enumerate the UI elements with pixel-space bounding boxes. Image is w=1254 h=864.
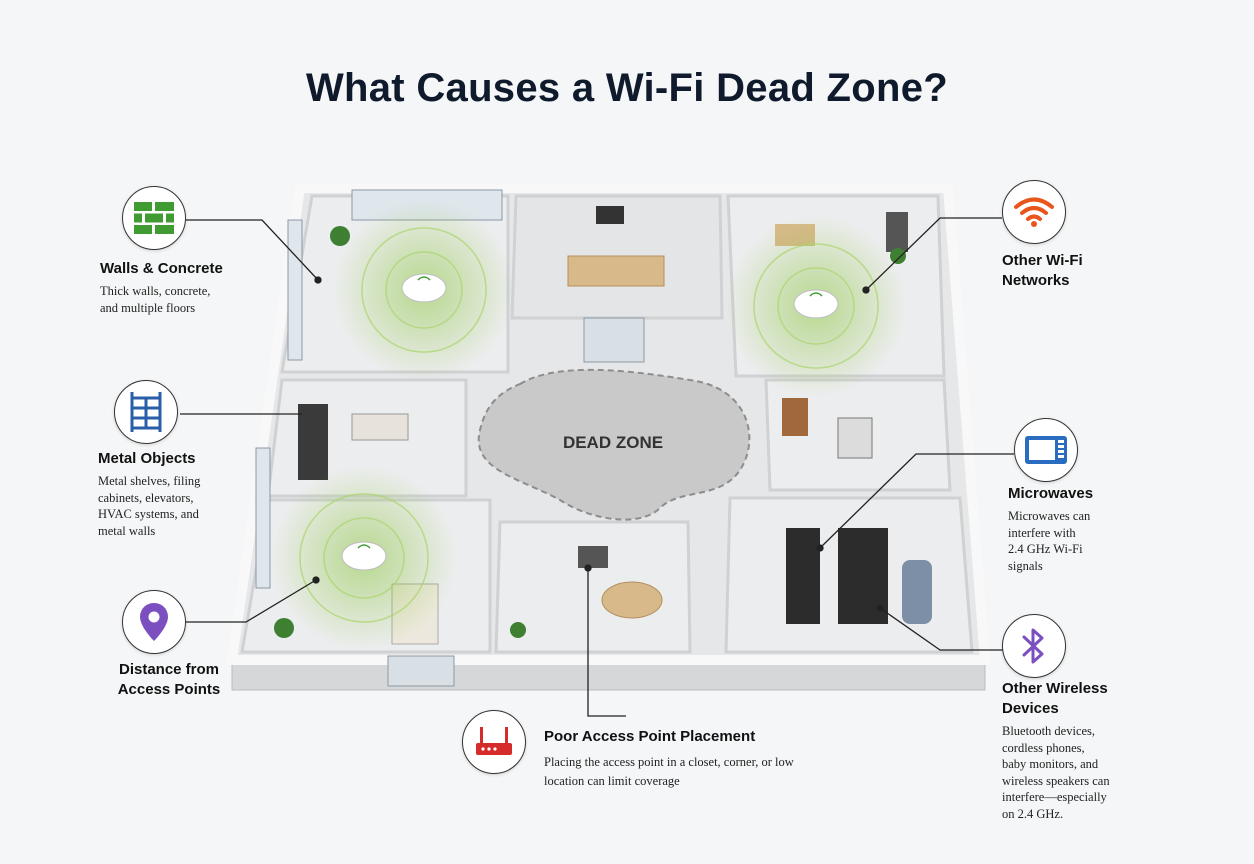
bluetooth-icon-circle [1002,614,1066,678]
plant-3 [510,622,526,638]
wifi-icon-circle [1002,180,1066,244]
metal-heading: Metal Objects [98,450,196,467]
metal-shelf [298,404,328,480]
bluetooth-icon [1022,628,1044,664]
dead-zone-label: DEAD ZONE [563,433,663,452]
metal-shelf-icon [130,392,162,432]
desk-left-middle [351,413,409,441]
distance-icon-circle [122,590,186,654]
microwave-icon-circle [1014,418,1078,482]
walls-heading: Walls & Concrete [100,260,223,277]
callout-placement: Poor Access Point Placement Placing the … [544,727,844,791]
router-icon [476,727,512,755]
door-printer [782,398,808,436]
tv-screen [596,206,624,224]
break-table [601,581,663,619]
placement-icon-circle [462,710,526,774]
outer-wall [226,183,991,665]
water-heater [902,560,932,624]
other-wifi-heading: Other Wi-Fi Networks [1002,252,1083,289]
walls-description: Thick walls, concrete, and multiple floo… [100,284,211,315]
microwaves-heading: Microwaves [1008,485,1094,502]
plant-4 [890,248,906,264]
metal-icon-circle [114,380,178,444]
window-left-2 [255,447,271,589]
page-title: What Causes a Wi-Fi Dead Zone? [305,66,949,110]
wireless-heading: Other Wireless Devices [1002,680,1108,717]
callout-microwaves: Microwaves Microwaves can interfere with… [1008,484,1138,574]
dead-zone-area [477,368,751,521]
server-rack-1 [786,528,820,624]
glass-door-bottom [387,655,455,687]
microwave-object [578,546,608,568]
wireless-description: Bluetooth devices, cordless phones, baby… [1002,724,1110,821]
callout-walls: Walls & Concrete Thick walls, concrete, … [100,259,270,316]
wifi-icon [1014,197,1054,227]
metal-description: Metal shelves, filing cabinets, elevator… [98,474,201,538]
conference-table [567,255,665,287]
placement-heading: Poor Access Point Placement [544,728,756,745]
microwave-icon [1025,436,1067,464]
callout-wireless: Other Wireless Devices Bluetooth devices… [1002,679,1152,822]
placement-description: Placing the access point in a closet, co… [544,755,794,788]
glass-door-conference [583,317,645,363]
distance-heading: Distance from Access Points [117,661,221,698]
cabinet-top-right [886,212,908,252]
signal-top-left [334,200,514,380]
plant-1 [330,226,350,246]
room-break [494,520,692,654]
microwaves-description: Microwaves can interfere with 2.4 GHz Wi… [1008,509,1091,573]
brick-wall-icon [134,202,174,234]
signal-bottom-left [272,466,456,650]
window-left-1 [287,219,303,361]
leader-lines [180,217,1014,717]
callout-other-wifi: Other Wi-Fi Networks [1002,251,1132,291]
callout-distance: Distance from Access Points [104,660,234,700]
callout-metal: Metal Objects Metal shelves, filing cabi… [98,449,248,539]
location-pin-icon [140,603,168,641]
printer [837,417,873,459]
walls-icon-circle [122,186,186,250]
plant-2 [274,618,294,638]
signal-top-right [726,216,906,396]
